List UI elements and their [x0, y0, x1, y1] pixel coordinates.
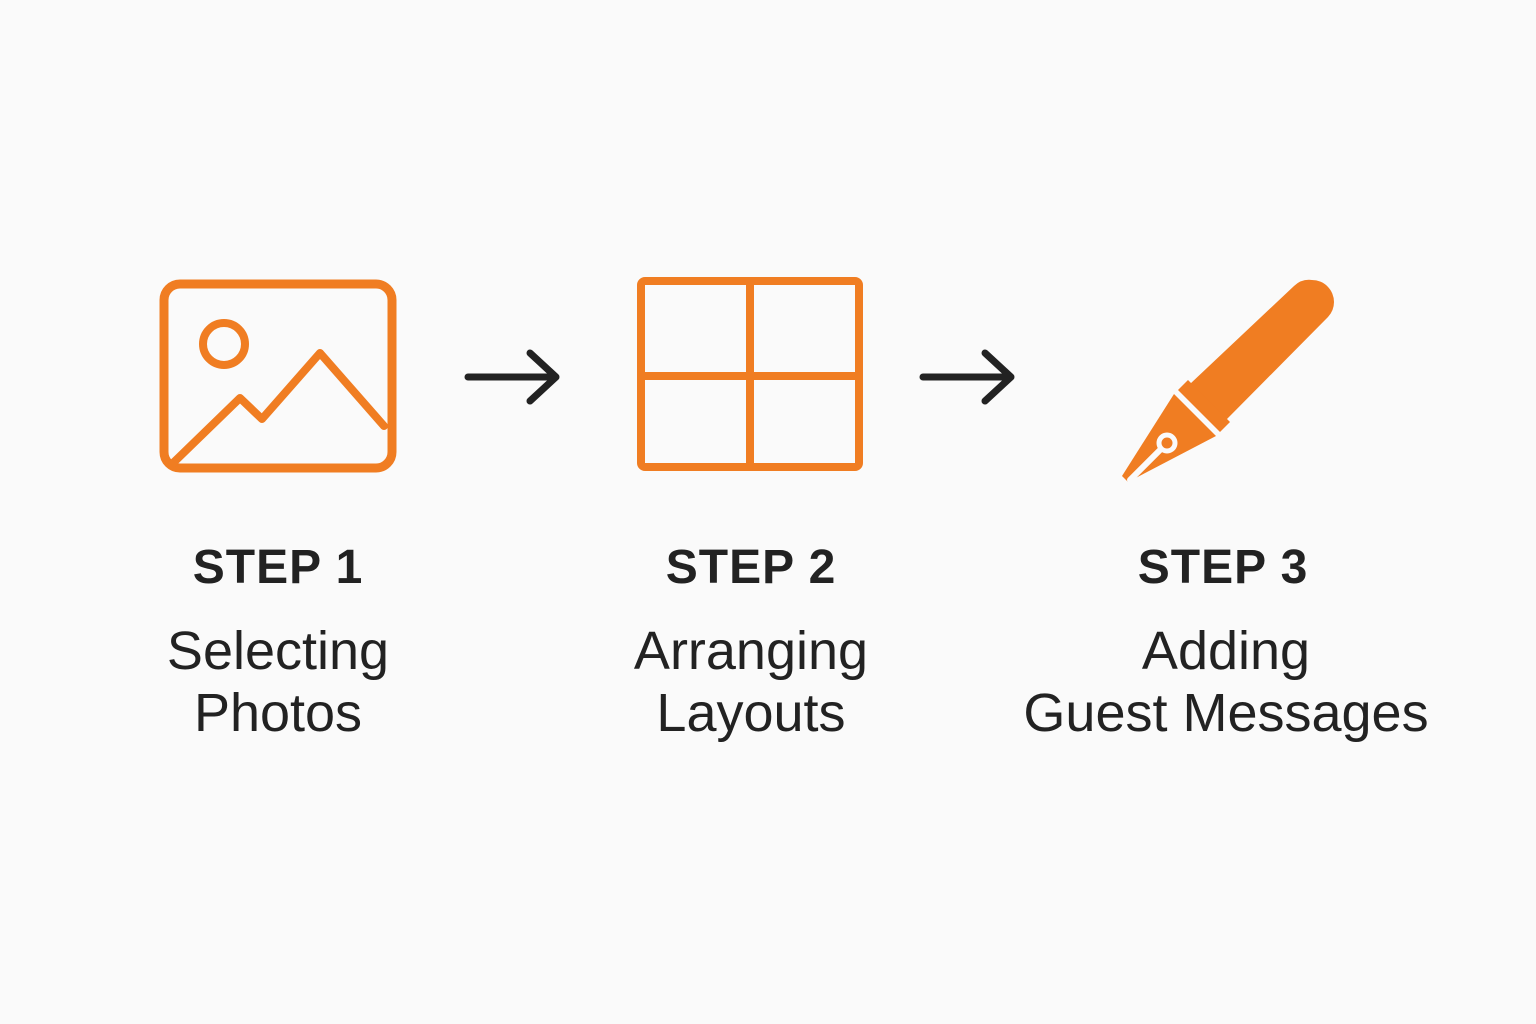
arrow-right-icon [915, 345, 1019, 409]
photo-icon [158, 278, 398, 474]
step-2-description: Arranging Layouts [521, 620, 981, 744]
step-3-label: STEP 3 [1137, 541, 1309, 594]
arrow-right-icon [460, 345, 564, 409]
step-1-description-line-2: Photos [193, 683, 363, 743]
step-2-description-line-2: Layouts [656, 683, 846, 743]
step-2-label: STEP 2 [665, 541, 837, 594]
step-3-description: Adding Guest Messages [996, 620, 1456, 744]
step-1-description: Selecting Photos [48, 620, 508, 744]
step-1-label: STEP 1 [192, 541, 364, 594]
step-3-description-line-1: Adding [1141, 621, 1311, 681]
step-3-description-line-2: Guest Messages [1023, 683, 1429, 743]
step-2-description-line-1: Arranging [633, 621, 869, 681]
grid-layout-icon [634, 274, 866, 474]
fountain-pen-icon [1116, 268, 1342, 492]
step-1-description-line-1: Selecting [166, 621, 390, 681]
